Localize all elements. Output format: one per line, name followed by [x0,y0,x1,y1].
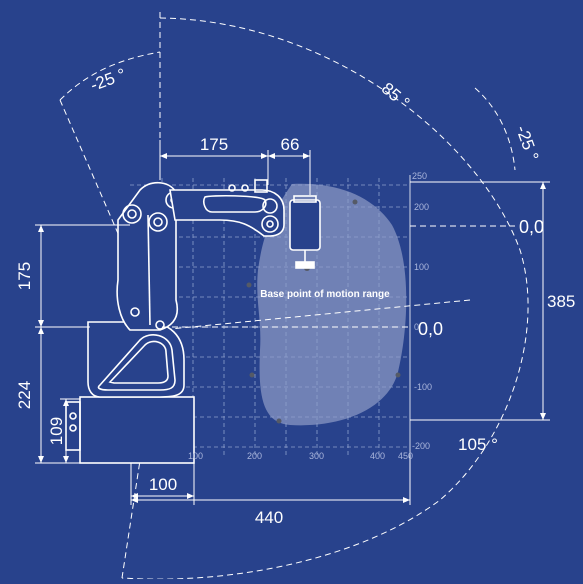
dim-224: 224 [15,381,34,409]
dimension-labels: 175 66 175 224 109 100 440 385 [15,135,575,527]
robot-arm [65,179,321,464]
dim-66: 66 [281,135,300,154]
y-tick-neg200: -200 [412,441,430,451]
angle-neg25-right: -25 ° [512,123,542,163]
dim-385: 385 [547,292,575,311]
dim-100: 100 [149,475,177,494]
origin-upper: 0,0 [519,217,544,237]
arrowheads [38,153,546,503]
base-point-label: Base point of motion range [260,289,390,300]
dim-109: 109 [47,417,66,445]
x-tick-400: 400 [370,451,385,461]
dim-175-left: 175 [15,262,34,290]
x-tick-100: 100 [188,451,203,461]
y-tick-200: 200 [414,202,429,212]
angle-85: 85 ° [378,79,414,113]
angle-105: 105 ° [458,435,498,454]
y-tick-250: 250 [412,171,427,181]
angle-neg25-left: -25 ° [88,65,128,95]
y-tick-0: 0 [414,322,419,332]
x-tick-450: 450 [398,451,413,461]
y-tick-100: 100 [414,262,429,272]
origin-labels: 0,0 0,0 [418,217,544,339]
x-tick-300: 300 [309,451,324,461]
dim-175-top: 175 [200,135,228,154]
dimension-lines [35,140,550,505]
grid-tick-labels: 100 200 300 400 450 250 200 100 0 -100 -… [188,171,432,461]
origin-middle: 0,0 [418,319,443,339]
dim-440: 440 [255,508,283,527]
y-tick-neg100: -100 [414,382,432,392]
x-tick-200: 200 [247,451,262,461]
